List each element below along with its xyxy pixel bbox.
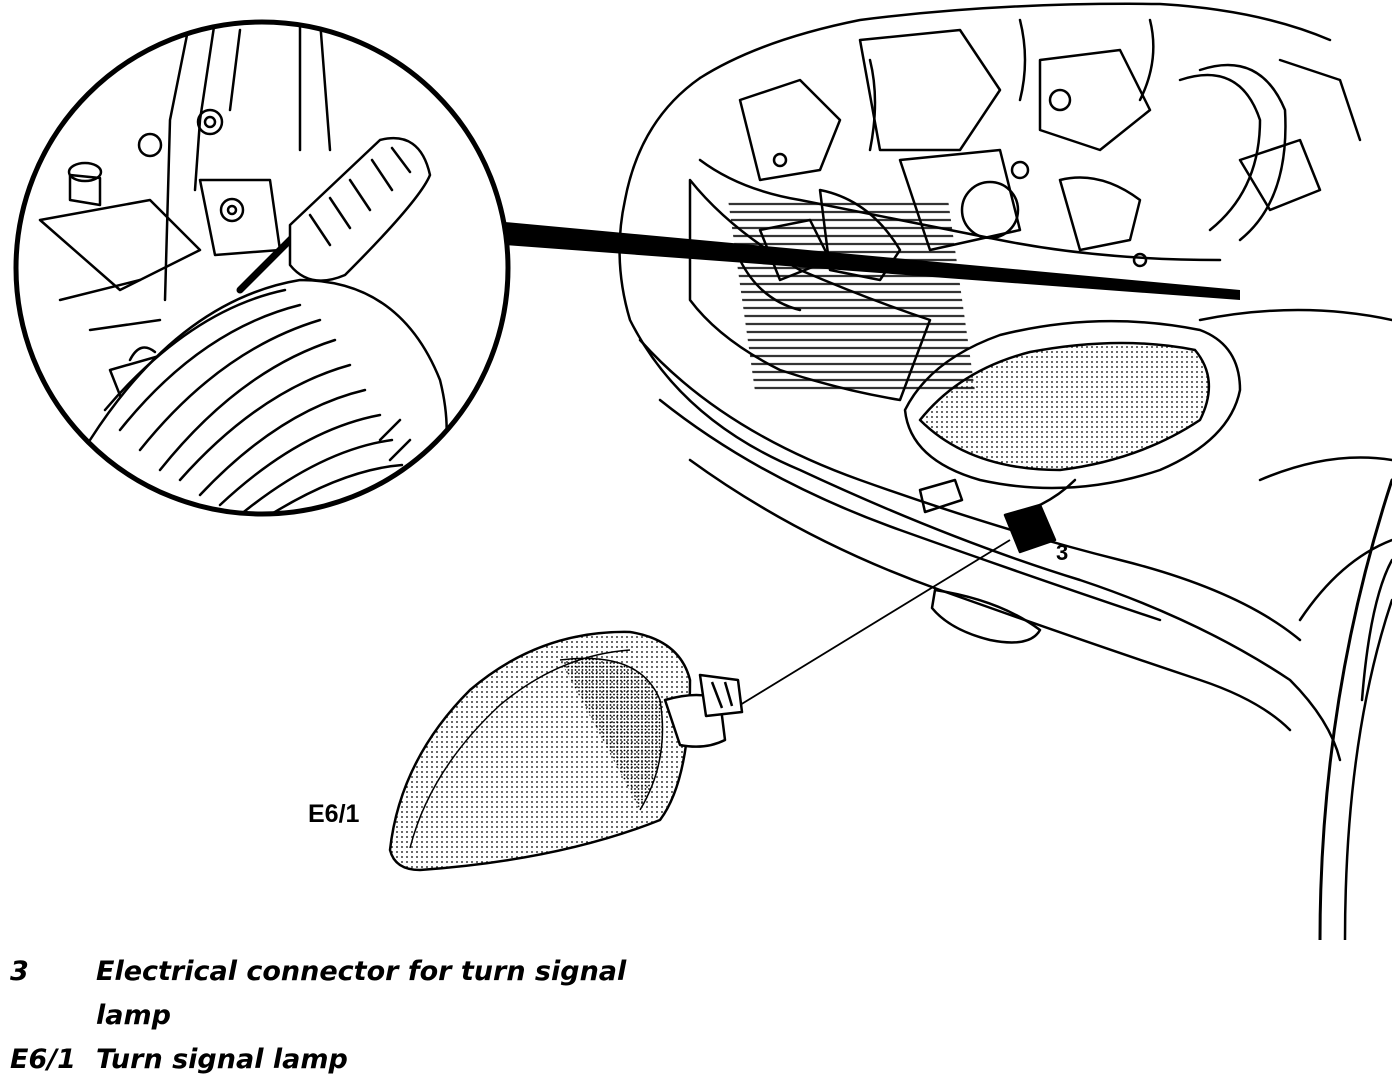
legend: 3 Electrical connector for turn signal l… [10,950,710,1082]
detail-leader-wedge [505,222,1240,300]
detail-view [13,19,511,517]
callout-e6-1-label: E6/1 [308,800,360,828]
connector-leader-line [739,539,1011,706]
service-illustration [13,2,1392,940]
legend-key: 3 [10,956,29,987]
legend-description: Turn signal lamp [96,1044,348,1075]
legend-row-lamp: E6/1 Turn signal lamp [10,1038,710,1082]
turn-signal-lamp [388,630,744,872]
callout-3-label: 3 [1056,540,1069,565]
legend-key: E6/1 [10,1044,76,1075]
legend-row-connector: 3 Electrical connector for turn signal l… [10,950,710,1038]
car-front-drawing [618,2,1392,940]
legend-description: Electrical connector for turn signal lam… [96,956,627,1031]
